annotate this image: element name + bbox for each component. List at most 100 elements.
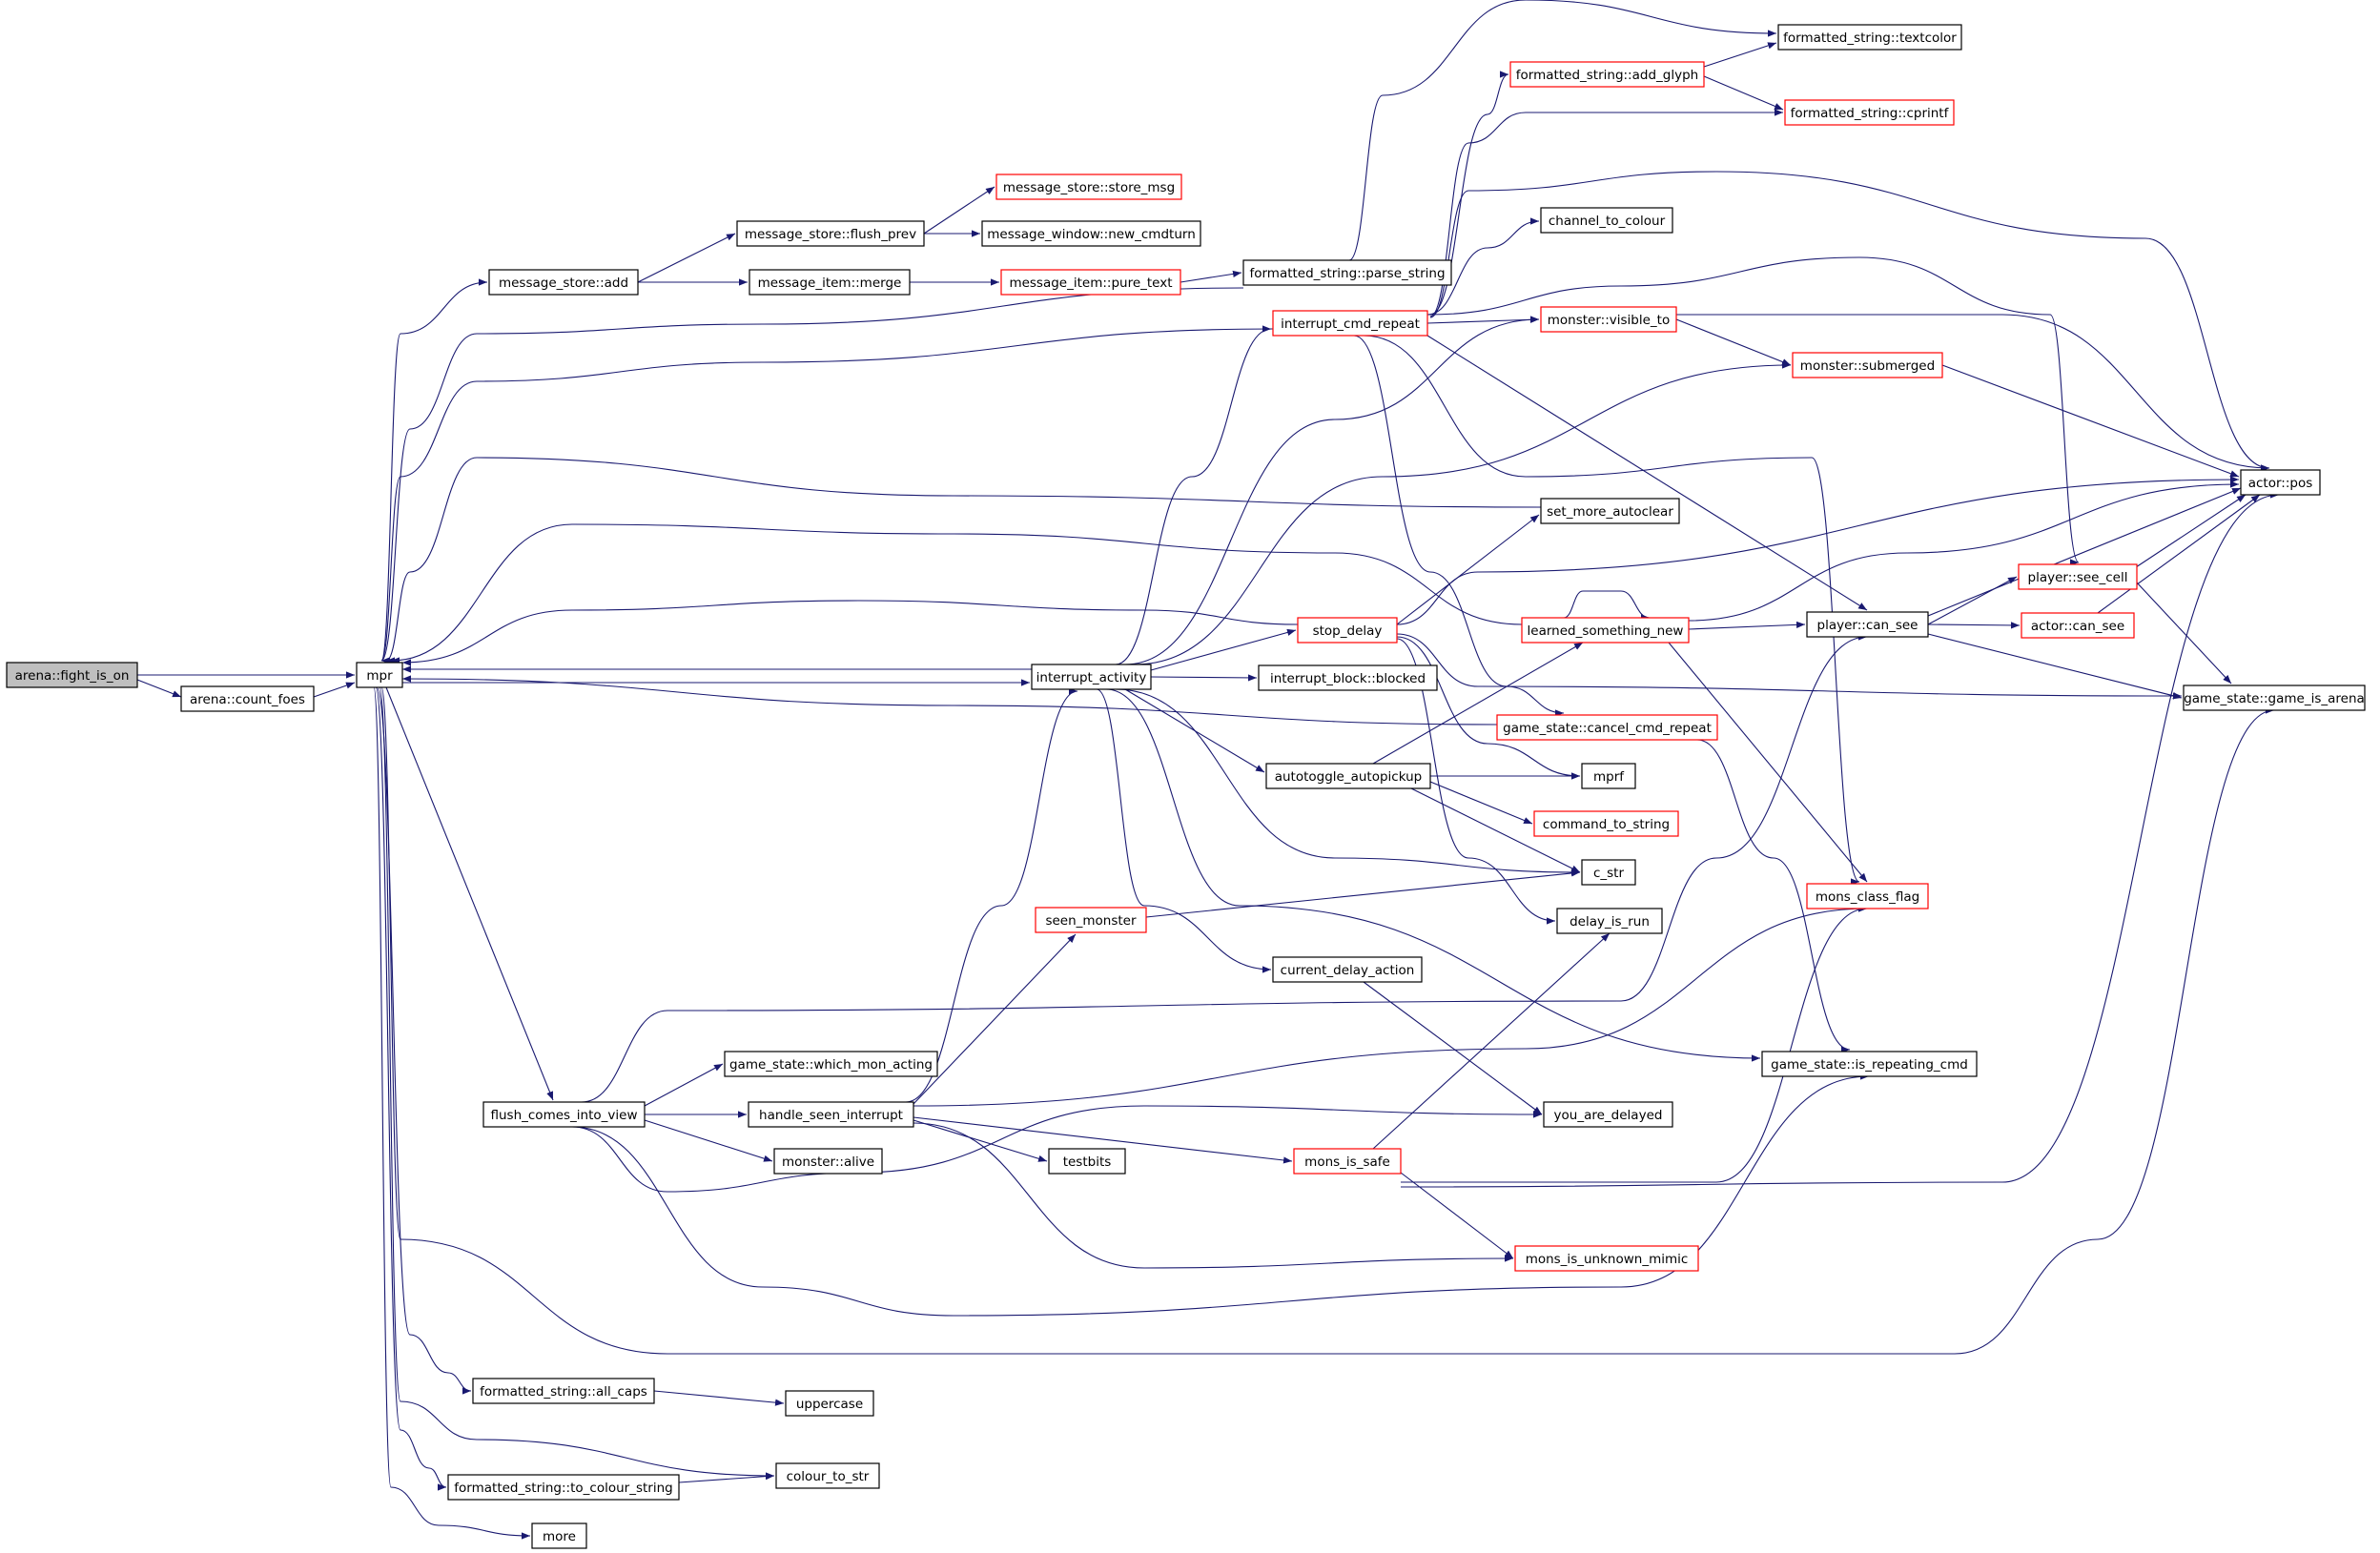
node-label: arena::count_foes	[190, 692, 305, 707]
node-label: game_state::which_mon_acting	[729, 1057, 933, 1073]
node-count-foes[interactable]: arena::count_foes	[180, 685, 315, 712]
node-mi-merge[interactable]: message_item::merge	[749, 269, 911, 296]
node-box	[1540, 306, 1677, 333]
node-which-mon-acting[interactable]: game_state::which_mon_acting	[724, 1051, 938, 1077]
node-ms-add[interactable]: message_store::add	[488, 269, 639, 296]
node-new-cmdturn[interactable]: message_window::new_cmdturn	[981, 220, 1201, 247]
node-mpr[interactable]: mpr	[356, 662, 403, 688]
edge-set_more_autoclear-to-mpr	[385, 457, 1542, 664]
edge-visible_to-to-submerged	[1675, 318, 1792, 366]
node-cprintf[interactable]: formatted_string::cprintf	[1784, 99, 1955, 126]
node-box	[1509, 61, 1705, 88]
node-colour-to-str[interactable]: colour_to_str	[775, 1462, 880, 1489]
node-game-is-arena[interactable]: game_state::game_is_arena	[2183, 685, 2366, 711]
node-visible-to[interactable]: monster::visible_to	[1540, 306, 1677, 333]
edge-learned_something_new-to-player_can_see	[1688, 621, 1806, 630]
edge-flush_comes_into_view-to-player_can_see	[581, 633, 1868, 1103]
edge-cancel_cmd_repeat-to-is_repeating_cmd	[1696, 739, 1851, 1053]
node-box	[1806, 883, 1929, 909]
edge-see_cell-to-actor_pos	[2135, 494, 2247, 568]
node-stop-delay[interactable]: stop_delay	[1297, 617, 1398, 644]
node-see-cell[interactable]: player::see_cell	[2018, 563, 2138, 590]
node-pure-text[interactable]: message_item::pure_text	[1000, 269, 1181, 296]
node-label: formatted_string::cprintf	[1791, 106, 1950, 121]
node-textcolor[interactable]: formatted_string::textcolor	[1777, 24, 1962, 51]
node-command-to-string[interactable]: command_to_string	[1533, 810, 1679, 837]
edge-flush_comes_into_view-to-you_are_delayed	[571, 1105, 1543, 1193]
node-current-delay-action[interactable]: current_delay_action	[1272, 956, 1423, 983]
node-delay-is-run[interactable]: delay_is_run	[1556, 908, 1663, 934]
node-box	[2018, 563, 2138, 590]
edge-handle_seen_interrupt-to-mons_is_safe	[913, 1116, 1293, 1164]
node-mons-is-unknown-mimic[interactable]: mons_is_unknown_mimic	[1514, 1245, 1699, 1272]
node-add-glyph[interactable]: formatted_string::add_glyph	[1509, 61, 1705, 88]
node-is-repeating-cmd[interactable]: game_state::is_repeating_cmd	[1761, 1051, 1978, 1077]
node-learned-something-new[interactable]: learned_something_new	[1521, 617, 1690, 644]
node-player-can-see[interactable]: player::can_see	[1806, 611, 1929, 638]
node-box	[1031, 664, 1152, 690]
node-handle-seen-interrupt[interactable]: handle_seen_interrupt	[748, 1101, 914, 1128]
node-autotoggle-autopickup[interactable]: autotoggle_autopickup	[1265, 763, 1431, 789]
node-box	[1761, 1051, 1978, 1077]
edge-learned_something_new-to-mpr	[390, 523, 1523, 664]
node-box	[482, 1101, 646, 1128]
node-box	[1540, 498, 1680, 524]
edge-add_glyph-to-textcolor	[1703, 42, 1777, 68]
node-label: stop_delay	[1313, 623, 1383, 639]
edge-fight_is_on-to-count_foes	[136, 679, 182, 698]
node-set-more-autoclear[interactable]: set_more_autoclear	[1540, 498, 1680, 524]
node-you-are-delayed[interactable]: you_are_delayed	[1543, 1101, 1673, 1128]
node-testbits[interactable]: testbits	[1048, 1148, 1126, 1175]
node-interrupt-cmd-repeat[interactable]: interrupt_cmd_repeat	[1272, 310, 1428, 337]
node-flush-prev[interactable]: message_store::flush_prev	[736, 220, 925, 247]
node-box	[1297, 617, 1398, 644]
node-mons-is-safe[interactable]: mons_is_safe	[1293, 1148, 1402, 1175]
node-parse-string[interactable]: formatted_string::parse_string	[1242, 259, 1452, 286]
edge-current_delay_action-to-you_are_delayed	[1363, 981, 1543, 1115]
node-fight-is-on[interactable]: arena::fight_is_on	[6, 662, 138, 688]
node-channel-to-colour[interactable]: channel_to_colour	[1540, 207, 1673, 234]
node-label: message_store::store_msg	[1003, 180, 1175, 195]
node-label: message_window::new_cmdturn	[987, 227, 1196, 242]
edge-count_foes-to-mpr	[313, 682, 356, 698]
node-uppercase[interactable]: uppercase	[785, 1390, 874, 1417]
node-c-str[interactable]: c_str	[1581, 859, 1636, 886]
node-all-caps[interactable]: formatted_string::all_caps	[472, 1378, 655, 1404]
edge-interrupt_cmd_repeat-to-see_cell	[1426, 256, 2080, 566]
node-label: message_item::merge	[758, 276, 902, 291]
edge-interrupt_cmd_repeat-to-player_can_see	[1426, 335, 1868, 611]
node-submerged[interactable]: monster::submerged	[1792, 352, 1943, 378]
node-to-colour-string[interactable]: formatted_string::to_colour_string	[447, 1474, 680, 1501]
edge-interrupt_activity-to-visible_to	[1124, 316, 1540, 665]
node-interrupt-activity[interactable]: interrupt_activity	[1031, 664, 1152, 690]
node-actor-pos[interactable]: actor::pos	[2240, 469, 2321, 496]
node-actor-can-see[interactable]: actor::can_see	[2021, 612, 2135, 639]
edge-interrupt_activity-to-c_str	[1115, 688, 1581, 876]
node-mprf[interactable]: mprf	[1581, 763, 1636, 789]
node-label: game_state::is_repeating_cmd	[1771, 1057, 1968, 1073]
node-ib-blocked[interactable]: interrupt_block::blocked	[1258, 664, 1438, 691]
node-mons-class-flag[interactable]: mons_class_flag	[1806, 883, 1929, 909]
node-monster-alive[interactable]: monster::alive	[773, 1148, 883, 1175]
node-label: set_more_autoclear	[1547, 504, 1673, 520]
edge-handle_seen_interrupt-to-mons_class_flag	[913, 905, 1868, 1107]
node-seen-monster[interactable]: seen_monster	[1035, 907, 1147, 933]
edge-all_caps-to-uppercase	[653, 1390, 785, 1406]
node-box	[1533, 810, 1679, 837]
edge-interrupt_cmd_repeat-to-cprintf	[1429, 109, 1783, 317]
node-store-msg[interactable]: message_store::store_msg	[995, 174, 1182, 200]
edge-mpr-to-ms_add	[380, 278, 488, 662]
edge-learned_something_new-to-learned_something_new	[1563, 590, 1651, 622]
node-cancel-cmd-repeat[interactable]: game_state::cancel_cmd_repeat	[1496, 714, 1718, 741]
node-label: formatted_string::all_caps	[480, 1384, 647, 1400]
node-box	[1272, 956, 1423, 983]
edge-actor_can_see-to-actor_pos	[2097, 494, 2261, 614]
node-more[interactable]: more	[531, 1522, 587, 1549]
edge-flush_comes_into_view-to-is_repeating_cmd	[571, 1073, 1870, 1317]
node-label: message_item::pure_text	[1009, 276, 1172, 291]
node-flush-comes-into-view[interactable]: flush_comes_into_view	[482, 1101, 646, 1128]
edge-add_glyph-to-cprintf	[1703, 75, 1784, 111]
node-label: game_state::game_is_arena	[2184, 691, 2365, 706]
node-label: autotoggle_autopickup	[1275, 769, 1423, 785]
